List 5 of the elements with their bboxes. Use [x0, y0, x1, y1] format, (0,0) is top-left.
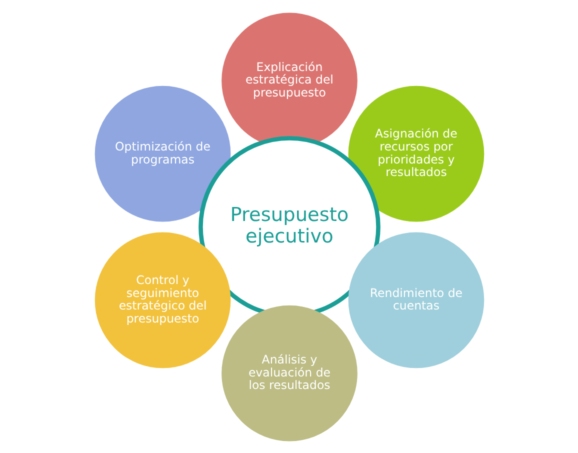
node-circle: Análisis y evaluación de los resultados	[221, 304, 357, 441]
node-circle: Control y seguimiento estratégico del presupuesto	[94, 232, 230, 368]
node-circle: Optimización de programas	[94, 85, 230, 222]
node-circle: Rendimiento de cuentas	[348, 232, 484, 368]
node-circle: Asignación de recursos por prioridades y resultados	[348, 85, 484, 222]
